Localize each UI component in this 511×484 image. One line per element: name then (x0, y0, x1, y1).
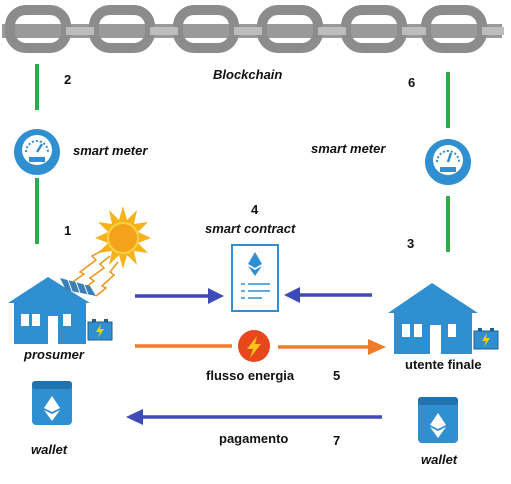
smart-meter-icon (425, 139, 471, 185)
step-3: 3 (407, 236, 415, 251)
wallet-label-left: wallet (31, 442, 68, 457)
step-2: 2 (64, 72, 72, 87)
house-icon (8, 277, 96, 344)
blockchain-title: Blockchain (213, 67, 283, 82)
step-6: 6 (408, 75, 416, 90)
wallet-icon (32, 381, 72, 425)
step-1: 1 (64, 223, 72, 238)
chain-icon (2, 5, 504, 53)
lightning-icon (238, 330, 270, 362)
utente-finale-label: utente finale (405, 357, 482, 372)
battery-icon (87, 319, 113, 341)
wallet-icon (418, 397, 458, 443)
prosumer-label: prosumer (24, 347, 84, 362)
step-4: 4 (251, 202, 259, 217)
smart-meter-label-left: smart meter (73, 143, 148, 158)
meter-connection-lines (35, 64, 450, 252)
payment-arrow (126, 409, 382, 425)
pagamento-label: pagamento (219, 431, 289, 446)
house-icon (388, 283, 478, 354)
smart-meter-label-right: smart meter (311, 141, 386, 156)
smart-contract-label: smart contract (205, 221, 296, 236)
smart-meter-icon (14, 129, 60, 175)
sun-icon (69, 206, 151, 297)
energy-flow-arrow (135, 339, 386, 355)
wallet-label-right: wallet (421, 452, 458, 467)
contract-document-icon (231, 244, 279, 312)
arrow-prosumer-to-contract (135, 288, 224, 304)
arrow-utente-to-contract (284, 287, 372, 303)
flusso-energia-label: flusso energia (206, 368, 295, 383)
step-7: 7 (333, 433, 341, 448)
step-5: 5 (333, 368, 341, 383)
battery-icon (473, 328, 499, 350)
